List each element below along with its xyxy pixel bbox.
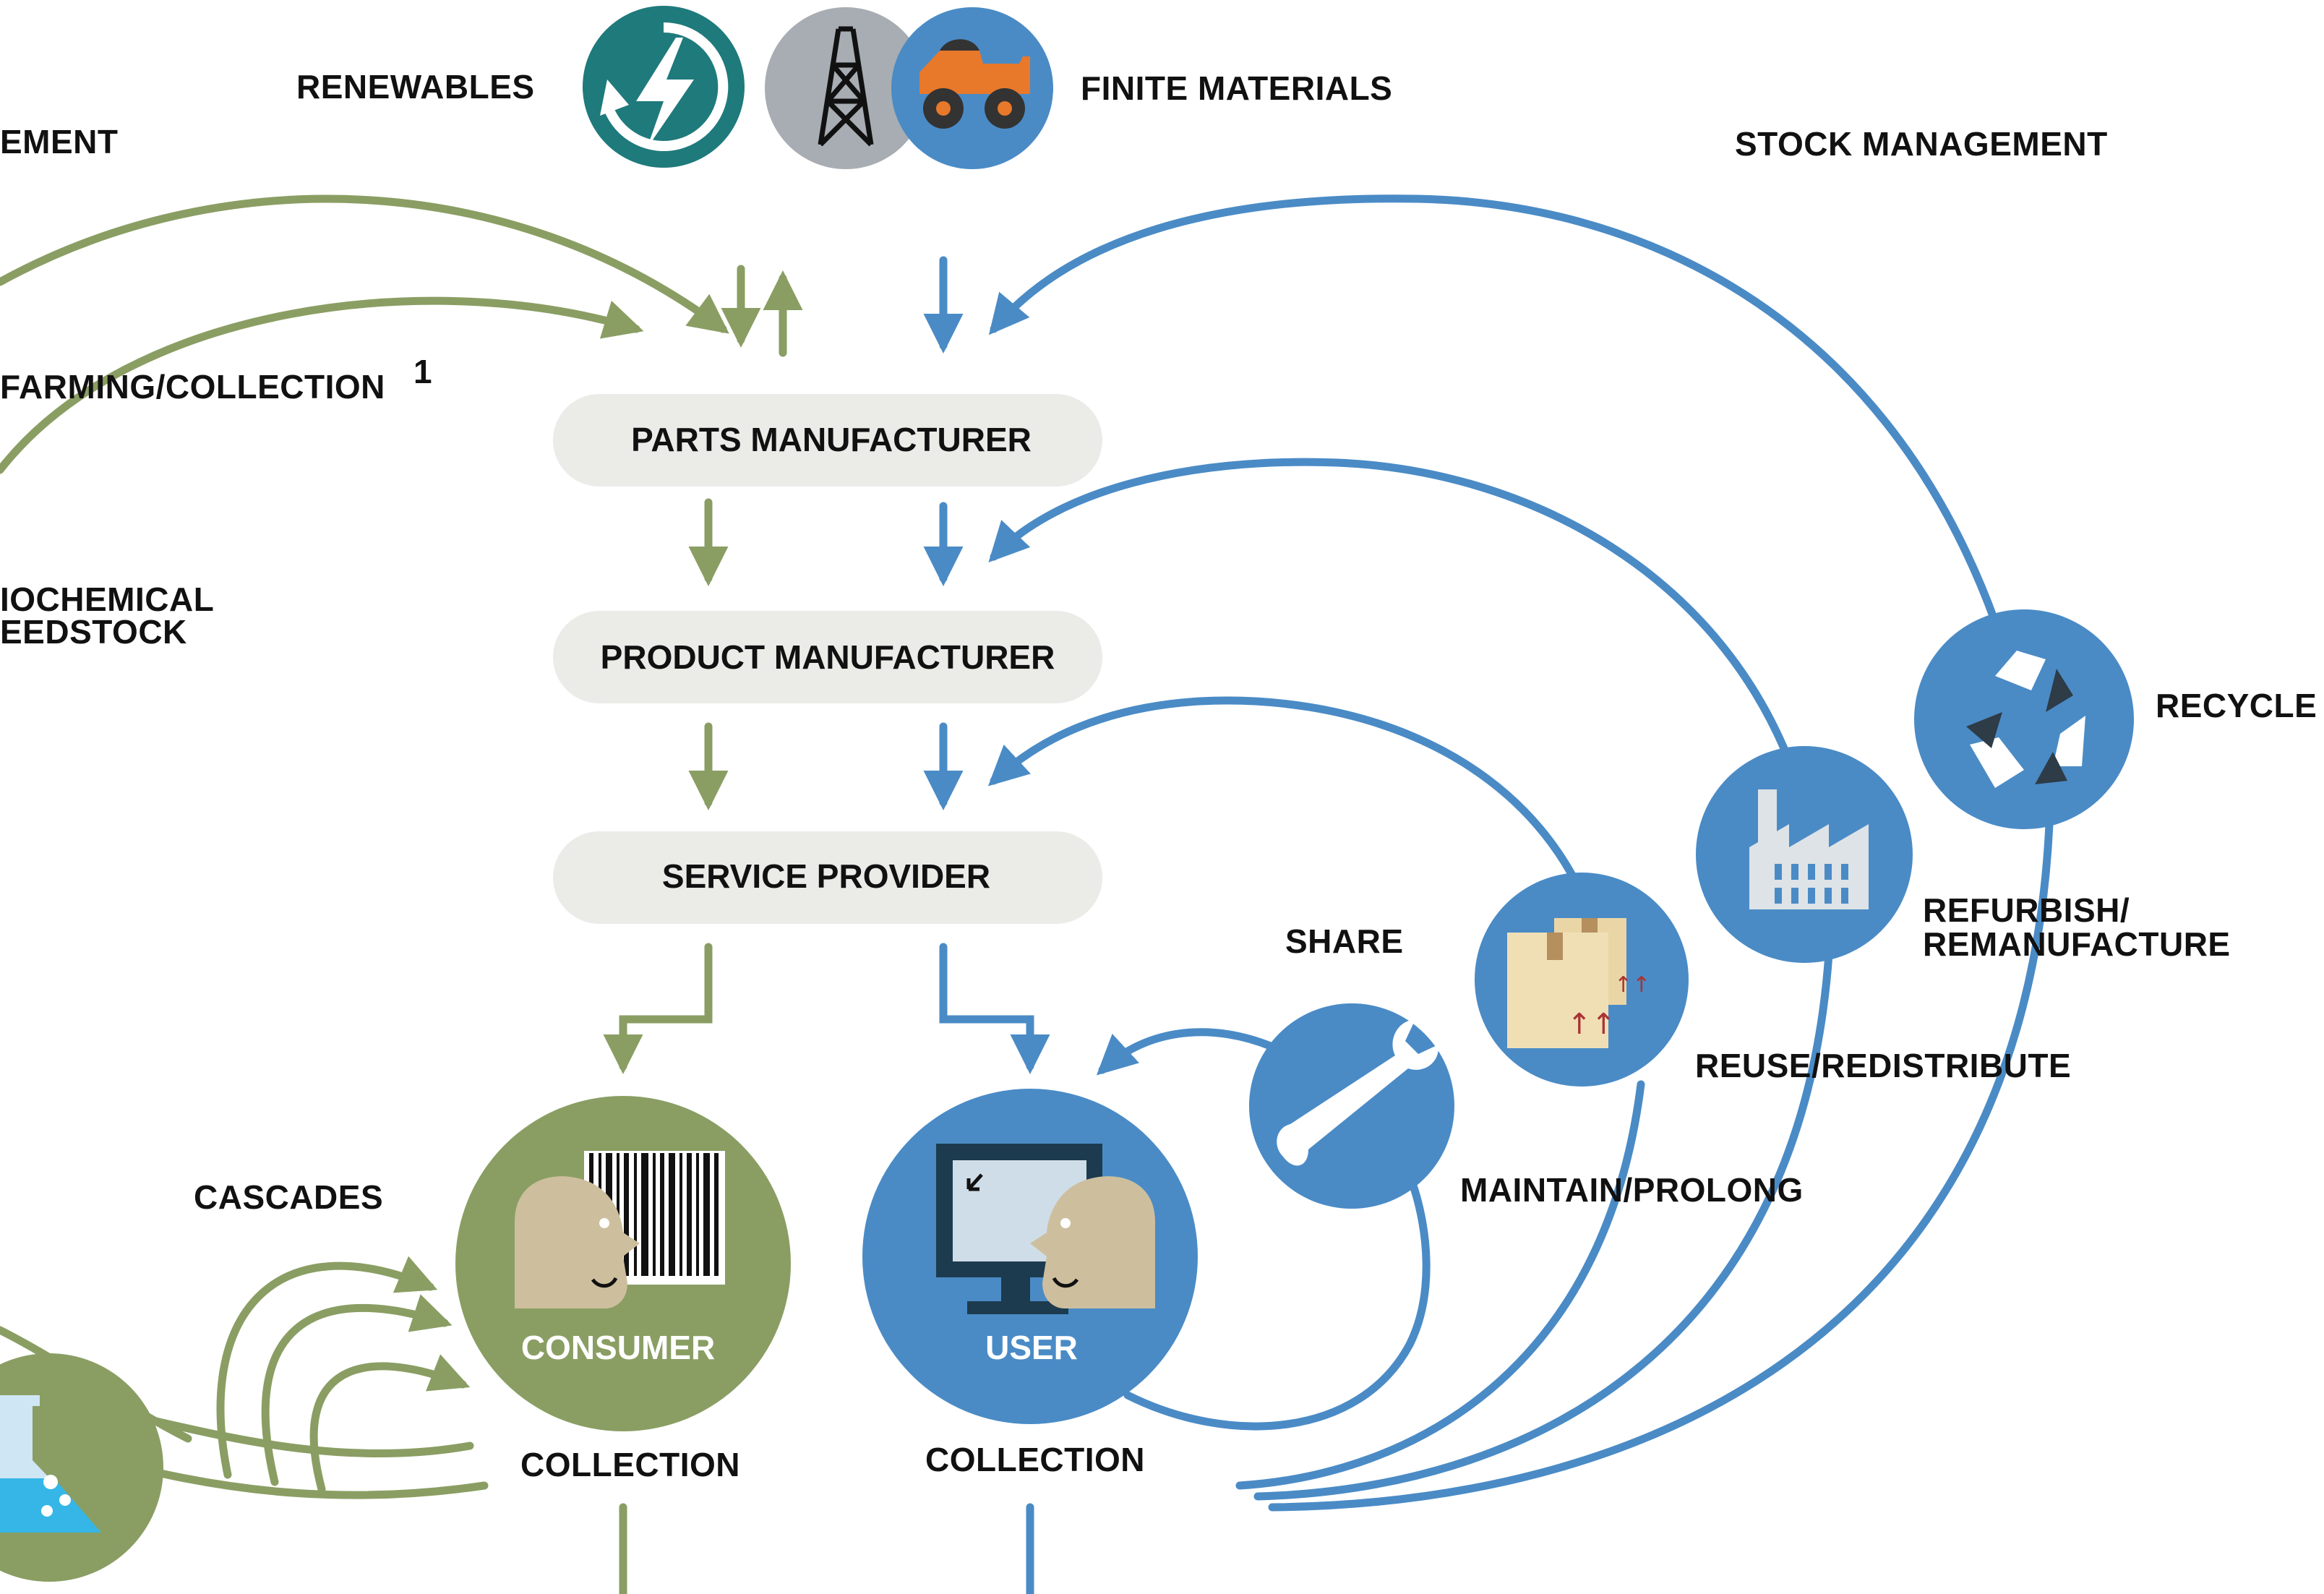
user-collection-label: COLLECTION [925,1441,1145,1478]
user-head-icon [1030,1176,1155,1308]
service-provider-label: SERVICE PROVIDER [662,857,990,895]
consumer-outflow-2 [133,1413,474,1458]
consumer-label: CONSUMER [521,1329,715,1366]
renewables-label: RENEWABLES [296,68,535,106]
farming-inflow-arrow [0,296,644,474]
farming-footnote: 1 [413,353,432,390]
blue-arrow-service-to-user [939,943,1050,1074]
reuse-node: ↑↑ ↑↑ [1475,873,1689,1087]
parts-manufacturer-label: PARTS MANUFACTURER [631,421,1032,458]
farming-collection-label: FARMING/COLLECTION [0,368,385,406]
wrench-icon [1277,1019,1439,1175]
reuse-loop-arrow [987,696,1580,886]
product-manufacturer-label: PRODUCT MANUFACTURER [601,638,1055,676]
service-provider-box [553,831,1102,924]
recycle-icon [1966,651,2085,788]
biochemical-label-line1: IOCHEMICAL [0,580,214,618]
product-manufacturer-box [553,611,1102,703]
recycle-return-curve [1268,820,2054,1512]
finite-materials-label: FINITE MATERIALS [1081,69,1392,107]
cascade-arrow-mid [261,1294,453,1486]
parts-manufacturer-box [553,394,1102,487]
refurbish-loop-arrow [988,458,1790,756]
refurbish-label-line1: REFURBISH/ [1923,891,2130,929]
user-node [862,1089,1198,1424]
factory-icon [1749,789,1869,909]
renewables-icon-group [583,6,745,168]
cascade-arrow-outer [216,1256,438,1479]
stock-management-label: STOCK MANAGEMENT [1735,125,2108,163]
recycle-loop-arrow [988,194,1999,626]
finite-icons-group [765,7,1053,169]
consumer-outflow-1 [104,1456,489,1499]
recycle-label: RECYCLE [2156,687,2317,724]
biochemical-flask-node [0,1353,163,1582]
management-label-fragment: EMENT [0,123,119,160]
maintain-node [1249,1003,1454,1209]
boxes-icon: ↑↑ ↑↑ [1507,918,1650,1048]
svg-text:↑↑: ↑↑ [1567,1008,1616,1041]
maintain-prolong-label: MAINTAIN/PROLONG [1460,1171,1804,1209]
labels: RENEWABLES FINITE MATERIALS EMENT STOCK … [0,68,2317,1483]
biochemical-label-line2: EEDSTOCK [0,613,187,651]
technical-cycle-arrows [923,194,2054,1594]
cascades-label: CASCADES [194,1178,383,1216]
recycle-node [1914,609,2134,829]
consumer-collection-label: COLLECTION [520,1446,740,1483]
maintain-return-curve [1123,1181,1431,1431]
management-inflow-arrow [0,194,729,334]
svg-text:↑↑: ↑↑ [1614,972,1650,998]
share-label: SHARE [1285,922,1404,960]
cascade-arrow-inner [309,1354,471,1494]
consumer-head-icon [515,1176,640,1308]
reuse-redistribute-label: REUSE/REDISTRIBUTE [1695,1047,2071,1084]
green-arrow-service-to-consumer [603,943,713,1074]
consumer-node [455,1096,791,1431]
refurbish-node [1696,746,1913,963]
refurbish-label-line2: REMANUFACTURE [1923,925,2231,963]
reuse-return-curve [1235,1080,1645,1490]
oil-derrick-icon [765,7,927,169]
user-label: USER [985,1329,1078,1366]
share-loop-arrow [1096,1028,1277,1076]
refurbish-return-curve [1253,950,1833,1501]
